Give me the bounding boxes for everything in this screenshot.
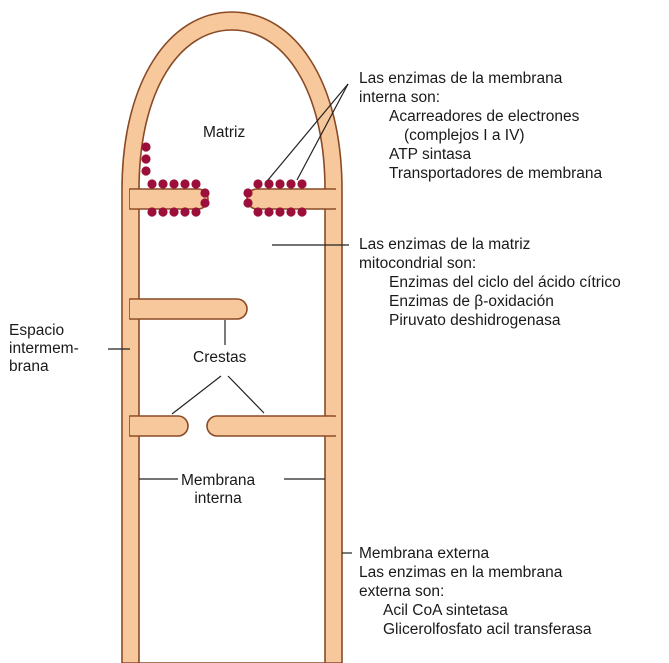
crista-junction bbox=[326, 189, 336, 209]
intermembrane-space-label: Espacio intermem- brana bbox=[9, 322, 79, 376]
enzyme-dot bbox=[243, 188, 253, 198]
callout-heading: Las enzimas de la matriz bbox=[359, 236, 531, 253]
crista-junction bbox=[130, 416, 140, 436]
callout-item: Acarreadores de electrones bbox=[389, 108, 580, 125]
crista-middle-left bbox=[129, 298, 248, 320]
enzyme-dot bbox=[158, 179, 168, 189]
enzyme-dot bbox=[158, 207, 168, 217]
outer-membrane-callout: Membrana externa Las enzimas en la membr… bbox=[359, 544, 591, 639]
enzyme-dot bbox=[200, 198, 210, 208]
callout-heading: externa son: bbox=[359, 583, 445, 600]
crista-upper-right bbox=[246, 188, 336, 210]
enzyme-dot bbox=[180, 179, 190, 189]
enzyme-dot bbox=[264, 179, 274, 189]
intermembrane-line-3: brana bbox=[9, 358, 49, 375]
enzyme-dot bbox=[141, 142, 151, 152]
enzyme-dot bbox=[169, 207, 179, 217]
inner-membrane-line-1: Membrana bbox=[181, 472, 256, 489]
enzyme-particles bbox=[141, 142, 307, 217]
crista-lower-left bbox=[129, 415, 189, 437]
intermembrane-line-2: intermem- bbox=[9, 340, 79, 357]
callout-heading: Membrana externa bbox=[359, 545, 490, 562]
enzyme-dot bbox=[275, 207, 285, 217]
cristae-group bbox=[129, 188, 336, 437]
callout-heading: interna son: bbox=[359, 89, 440, 106]
enzyme-dot bbox=[191, 207, 201, 217]
leader-inner-enzymes-1 bbox=[267, 83, 349, 181]
callout-item: Acil CoA sintetasa bbox=[383, 602, 508, 619]
intermembrane-line-1: Espacio bbox=[9, 322, 65, 339]
enzyme-dot bbox=[147, 179, 157, 189]
callout-item: Glicerolfosfato acil transferasa bbox=[383, 621, 592, 638]
callout-item: Enzimas del ciclo del ácido cítrico bbox=[389, 274, 621, 291]
callout-heading: mitocondrial son: bbox=[359, 255, 477, 272]
matrix-label: Matriz bbox=[203, 124, 246, 141]
inner-membrane-label: Membrana interna bbox=[181, 472, 255, 508]
enzyme-dot bbox=[200, 188, 210, 198]
callout-item: ATP sintasa bbox=[389, 146, 472, 163]
enzyme-dot bbox=[180, 207, 190, 217]
callout-heading: Las enzimas de la membrana bbox=[359, 70, 563, 87]
matrix-enzymes-callout: Las enzimas de la matriz mitocondrial so… bbox=[359, 235, 621, 330]
leader-cristae-left bbox=[171, 375, 222, 415]
crista-junction bbox=[130, 299, 140, 319]
enzyme-dot bbox=[141, 166, 151, 176]
enzyme-dot bbox=[141, 154, 151, 164]
enzyme-dot bbox=[191, 179, 201, 189]
leader-lines bbox=[108, 83, 352, 554]
enzyme-dot bbox=[147, 207, 157, 217]
enzyme-dot bbox=[243, 198, 253, 208]
callout-item: Transportadores de membrana bbox=[389, 165, 603, 182]
enzyme-dot bbox=[253, 179, 263, 189]
enzyme-dot bbox=[275, 179, 285, 189]
leader-cristae-right bbox=[227, 375, 265, 414]
enzyme-dot bbox=[286, 179, 296, 189]
callout-item: Enzimas de β-oxidación bbox=[389, 293, 554, 310]
leader-inner-enzymes-2 bbox=[296, 83, 349, 181]
crista-junction bbox=[326, 416, 336, 436]
inner-membrane-line-2: interna bbox=[194, 490, 242, 507]
enzyme-dot bbox=[297, 207, 307, 217]
callout-heading: Las enzimas en la membrana bbox=[359, 564, 563, 581]
enzyme-dot bbox=[169, 179, 179, 189]
crista-junction bbox=[130, 189, 140, 209]
inner-membrane-enzymes-callout: Las enzimas de la membrana interna son: … bbox=[359, 69, 602, 183]
callout-item: Piruvato deshidrogenasa bbox=[389, 312, 561, 329]
callout-item: (complejos I a IV) bbox=[404, 127, 525, 144]
crista-upper-left bbox=[129, 188, 209, 210]
enzyme-dot bbox=[286, 207, 296, 217]
enzyme-dot bbox=[264, 207, 274, 217]
cristae-label: Crestas bbox=[193, 349, 247, 366]
enzyme-dot bbox=[253, 207, 263, 217]
enzyme-dot bbox=[297, 179, 307, 189]
crista-lower-right bbox=[206, 415, 336, 437]
